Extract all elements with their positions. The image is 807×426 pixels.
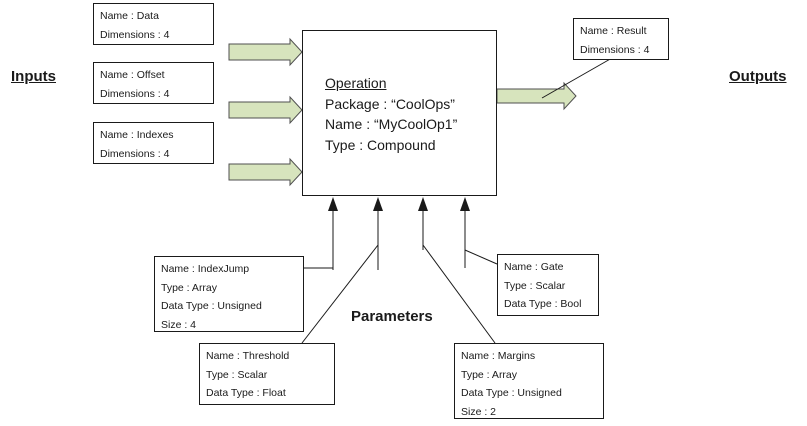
- param-type: Type : Scalar: [504, 279, 566, 292]
- input-name: Name : Data: [100, 10, 159, 22]
- operation-name: Name : “MyCoolOp1”: [325, 116, 458, 132]
- param-size: Size : 2: [461, 405, 497, 418]
- param-data-type: Data Type : Float: [206, 387, 286, 399]
- input-arrow-offset: [228, 95, 303, 125]
- param-arrowhead-margins: [418, 197, 428, 211]
- operation-type: Type : Compound: [325, 136, 436, 153]
- param-name: Name : IndexJump: [161, 263, 250, 275]
- input-dimensions: Dimensions : 4: [100, 28, 170, 41]
- operation-title: Operation: [325, 75, 387, 91]
- param-box-margins: Name : Margins Type : Array Data Type : …: [454, 343, 604, 419]
- param-box-indexjump: Name : IndexJump Type : Array Data Type …: [154, 256, 304, 332]
- input-arrow-indexes: [228, 157, 303, 187]
- input-box-data: Name : Data Dimensions : 4: [93, 3, 214, 45]
- operation-package: Package : “CoolOps”: [325, 95, 455, 112]
- input-arrow-data: [228, 37, 303, 67]
- param-data-type: Data Type : Bool: [504, 298, 582, 310]
- param-name: Name : Threshold: [206, 350, 290, 362]
- param-arrowhead-indexjump: [328, 197, 338, 211]
- param-name: Name : Margins: [461, 350, 536, 362]
- output-dimensions: Dimensions : 4: [580, 43, 650, 56]
- output-callout-line: [541, 57, 613, 99]
- input-box-offset: Name : Offset Dimensions : 4: [93, 62, 214, 104]
- param-type: Type : Array: [461, 368, 518, 381]
- param-callout-margins: [422, 244, 496, 344]
- operation-box: Operation Package : “CoolOps” Name : “My…: [302, 30, 497, 196]
- input-box-indexes: Name : Indexes Dimensions : 4: [93, 122, 214, 164]
- param-name: Name : Gate: [504, 261, 564, 273]
- output-name: Name : Result: [580, 25, 647, 37]
- param-callout-gate: [464, 249, 498, 265]
- param-arrowhead-threshold: [373, 197, 383, 211]
- input-dimensions: Dimensions : 4: [100, 87, 170, 100]
- operation-details: Operation Package : “CoolOps” Name : “My…: [325, 73, 457, 155]
- input-dimensions: Dimensions : 4: [100, 147, 170, 160]
- output-box-result: Name : Result Dimensions : 4: [573, 18, 669, 60]
- param-arrowhead-gate: [460, 197, 470, 211]
- input-name: Name : Indexes: [100, 129, 174, 141]
- param-data-type: Data Type : Unsigned: [461, 387, 562, 399]
- param-size: Size : 4: [161, 318, 197, 331]
- param-type: Type : Array: [161, 281, 218, 294]
- param-box-gate: Name : Gate Type : Scalar Data Type : Bo…: [497, 254, 599, 316]
- param-callout-threshold: [301, 244, 379, 344]
- param-box-threshold: Name : Threshold Type : Scalar Data Type…: [199, 343, 335, 405]
- param-type: Type : Scalar: [206, 368, 268, 381]
- parameters-heading: Parameters: [351, 308, 433, 325]
- outputs-heading: Outputs: [729, 68, 787, 85]
- inputs-heading: Inputs: [11, 68, 56, 85]
- input-name: Name : Offset: [100, 69, 165, 81]
- output-arrow-result: [496, 81, 577, 111]
- param-data-type: Data Type : Unsigned: [161, 300, 262, 312]
